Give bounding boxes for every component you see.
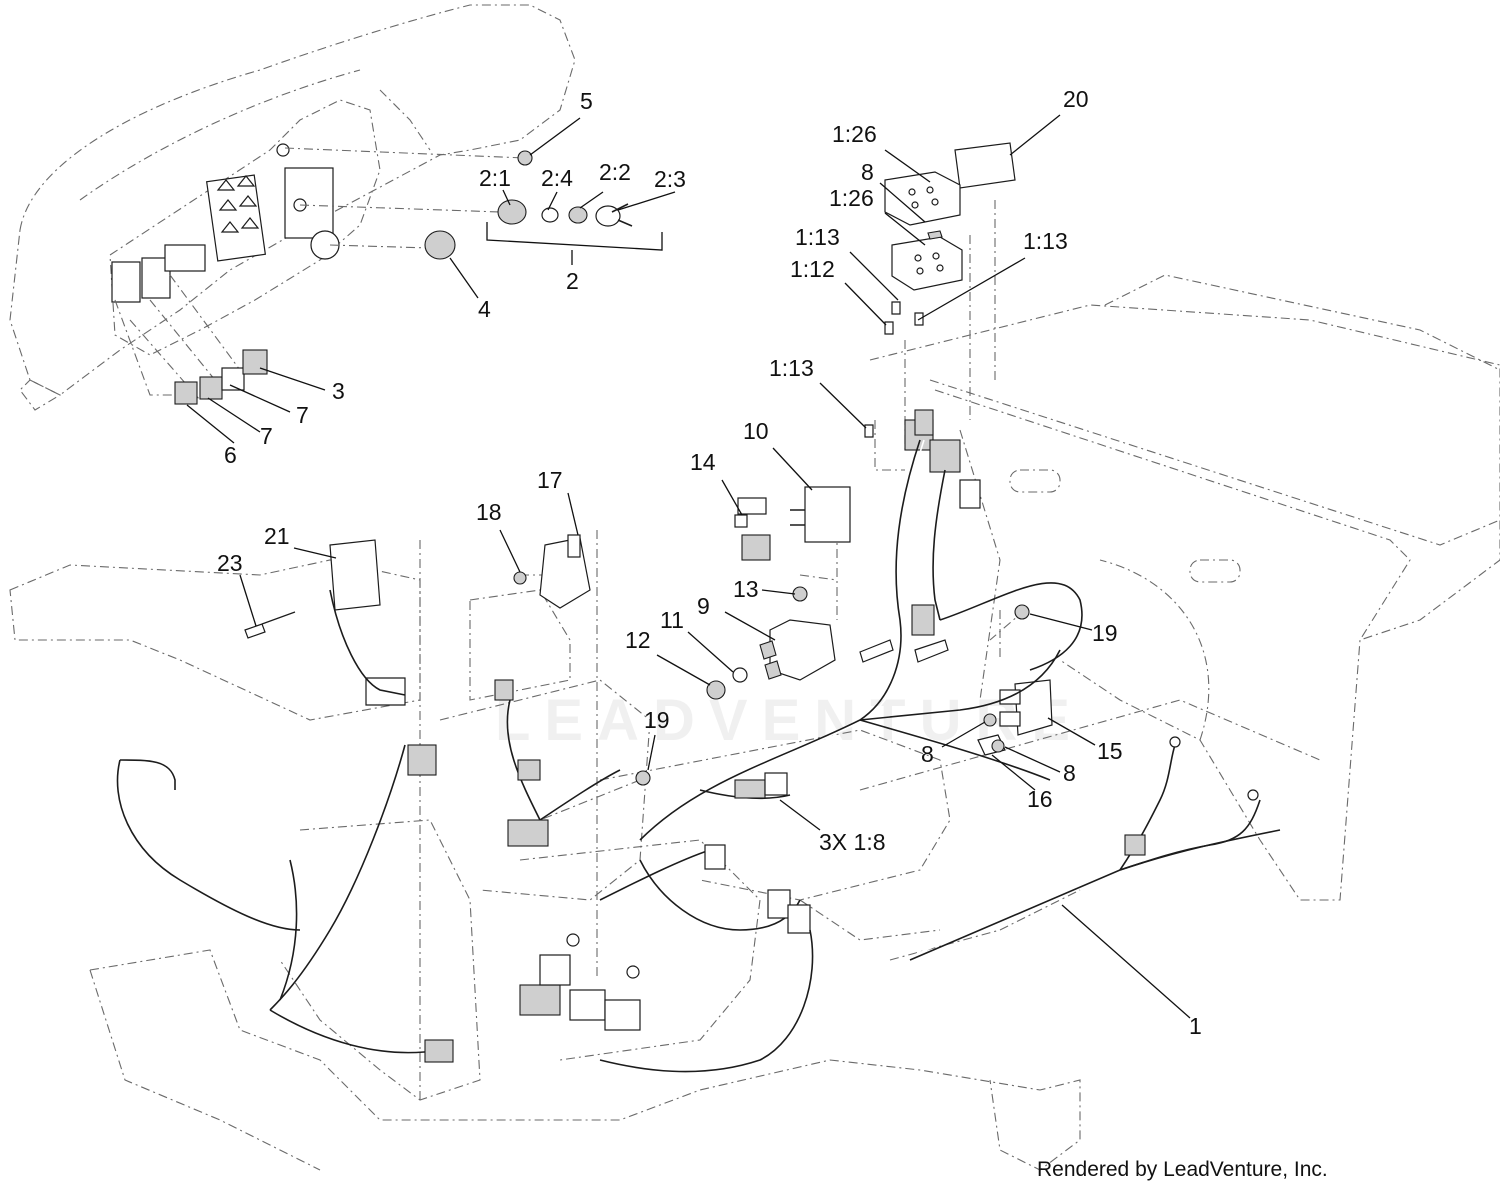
callout-13: 13	[733, 576, 759, 602]
callout-7-lower: 7	[260, 423, 273, 449]
harness-connectors-upper	[734, 419, 981, 561]
rear-frame-fender-outline	[869, 274, 1500, 901]
callout-11: 11	[660, 607, 684, 633]
main-frame-floor-outline	[9, 429, 1321, 1171]
callout-5: 5	[580, 88, 593, 114]
callout-17: 17	[537, 467, 563, 493]
callout-2-2: 2:2	[599, 159, 631, 185]
callout-1-13-a: 1:13	[795, 224, 840, 250]
footer-credit: Rendered by LeadVenture, Inc.	[1037, 1158, 1328, 1181]
label-decal	[954, 142, 1016, 189]
callout-16: 16	[1027, 786, 1053, 812]
callout-2-3: 2:3	[654, 166, 686, 192]
callout-1-13-c: 1:13	[769, 355, 814, 381]
callout-10: 10	[743, 418, 769, 444]
callout-14: 14	[690, 449, 716, 475]
callout-9: 9	[697, 593, 710, 619]
solenoid-and-brackets	[244, 534, 1053, 786]
callout-18: 18	[476, 499, 502, 525]
callout-8-right: 8	[1063, 760, 1076, 786]
callout-3x-1-8: 3X 1:8	[819, 829, 886, 855]
callout-20: 20	[1063, 86, 1089, 112]
callout-leader-lines	[186, 114, 1191, 1019]
bracket-group-2	[486, 222, 663, 251]
callout-2-4: 2:4	[541, 165, 573, 191]
callout-8-upper: 8	[861, 159, 874, 185]
callout-7-upper: 7	[296, 402, 309, 428]
callout-12: 12	[625, 627, 651, 653]
callout-19-center: 19	[644, 707, 670, 733]
relay-parts	[864, 142, 1016, 438]
ignition-switch-parts	[174, 150, 633, 405]
callout-2: 2	[566, 268, 579, 294]
callout-1-13-b: 1:13	[1023, 228, 1068, 254]
callout-1-26-upper: 1:26	[832, 121, 877, 147]
callout-23: 23	[217, 550, 243, 576]
callout-1: 1	[1189, 1013, 1202, 1039]
assembly-guide-lines-console	[114, 147, 526, 401]
callout-21: 21	[264, 523, 290, 549]
callout-15: 15	[1097, 738, 1123, 764]
callout-19-right: 19	[1092, 620, 1118, 646]
callout-6: 6	[224, 442, 237, 468]
watermark-text: LEADVENTURE	[495, 688, 1084, 753]
dashboard-console-outline	[9, 4, 576, 411]
callout-2-1: 2:1	[479, 165, 511, 191]
callout-labels: 20 5 2:1 2:4 2:2 2:3 2 4 3 7 7 6 1:26 8 …	[217, 86, 1202, 1039]
callout-1-26-lower: 1:26	[829, 185, 874, 211]
callout-8-left: 8	[921, 741, 934, 767]
wiring-harness-lines	[116, 409, 1281, 1073]
callout-3: 3	[332, 378, 345, 404]
callout-1-12: 1:12	[790, 256, 835, 282]
callout-4: 4	[478, 296, 491, 322]
